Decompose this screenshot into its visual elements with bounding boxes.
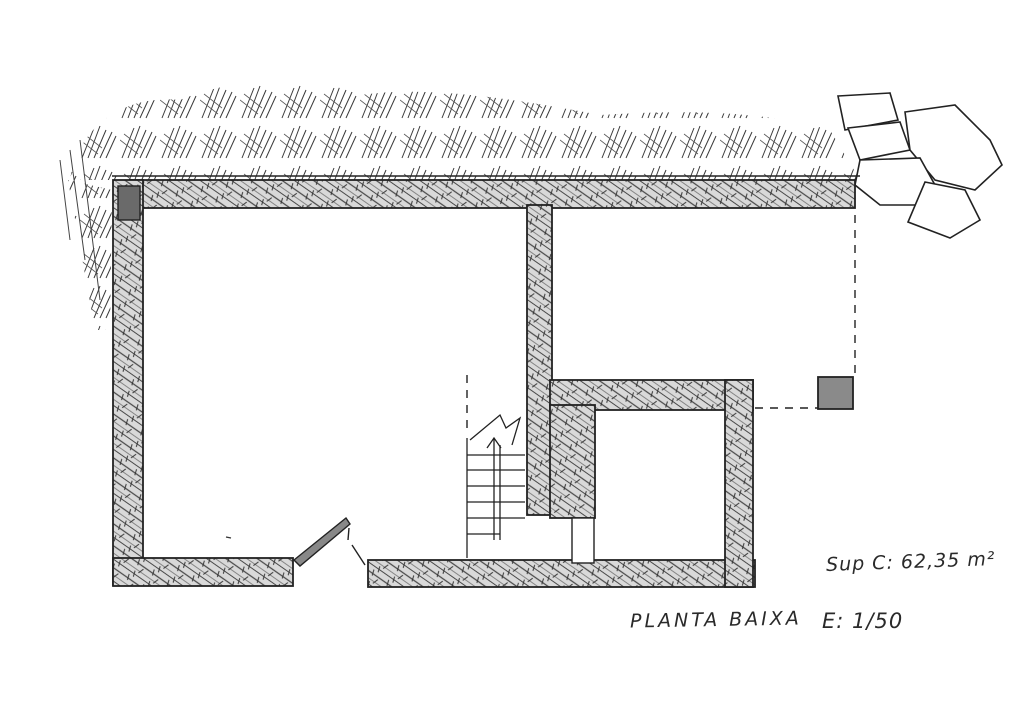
pillar <box>817 376 854 410</box>
wall-room-right <box>724 379 754 588</box>
wall-top <box>129 179 856 209</box>
wall-interior <box>526 204 553 516</box>
walls <box>112 179 856 588</box>
wall-bottom-left <box>112 557 294 587</box>
dashed-lines <box>466 215 856 435</box>
drawing-title: PLANTA BAIXA <box>629 607 802 633</box>
boulders <box>837 92 1003 239</box>
door <box>292 516 366 567</box>
vegetation-hatching <box>59 80 860 330</box>
scale-annotation: E: 1/50 <box>822 609 904 633</box>
wall-room-left <box>549 404 596 519</box>
wall-bottom-right <box>367 559 756 588</box>
wall-left <box>112 179 144 586</box>
inner-door <box>571 517 595 564</box>
stair <box>466 413 525 558</box>
